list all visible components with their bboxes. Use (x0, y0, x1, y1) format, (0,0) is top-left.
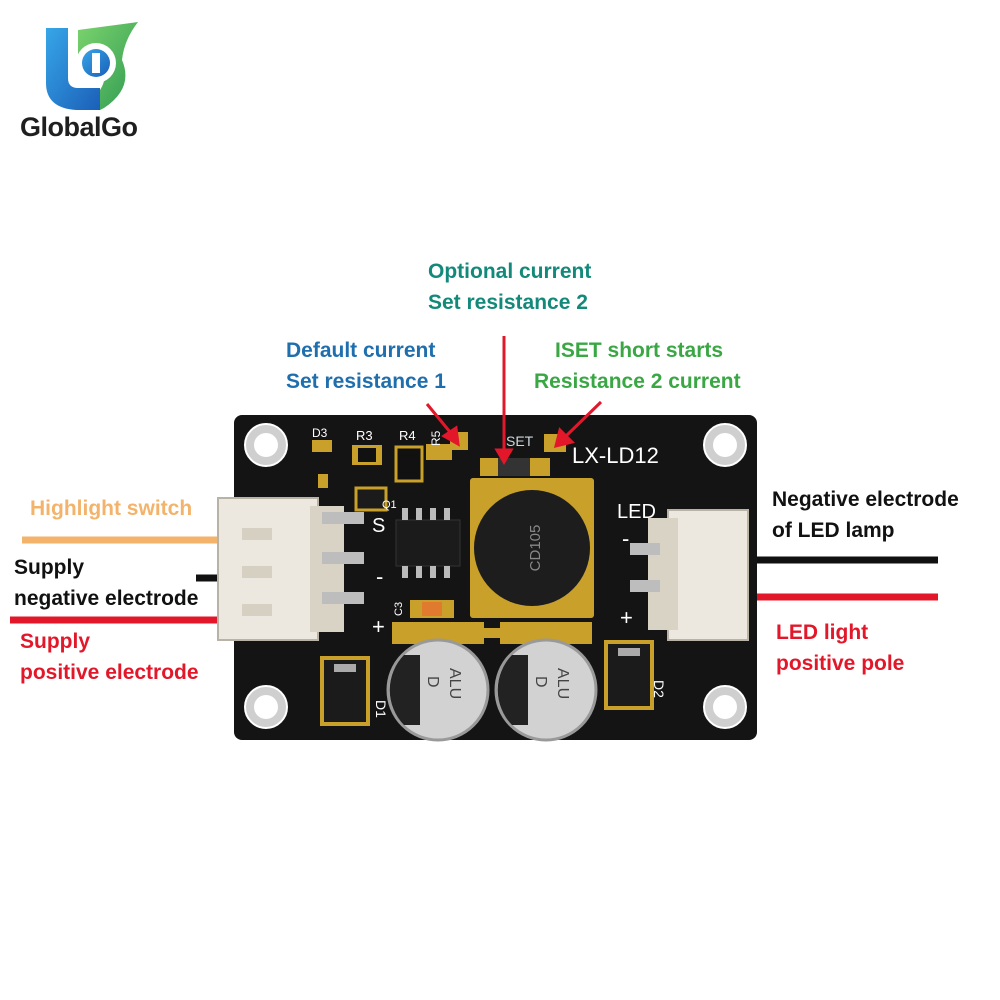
silk-minus-left: - (376, 564, 383, 589)
callout-line: of LED lamp (772, 519, 895, 542)
capacitor-right (494, 622, 598, 742)
silk-led: LED (617, 501, 656, 523)
callout-optional-current: Optional current Set resistance 2 (428, 256, 591, 318)
callout-line: Set resistance 1 (286, 370, 446, 393)
silk-r3: R3 (356, 428, 373, 443)
silk-minus-right: - (622, 526, 629, 551)
callout-line: Default current (286, 339, 436, 362)
driver-ic (395, 508, 461, 578)
callout-default-current: Default current Set resistance 1 (286, 335, 446, 397)
brand-name: GlobalGo (20, 112, 138, 142)
callout-iset-short: ISET short starts Resistance 2 current (534, 335, 741, 397)
callout-led-negative: Negative electrode of LED lamp (772, 484, 959, 546)
callout-line: Highlight switch (30, 497, 193, 520)
silk-r5: R5 (429, 430, 443, 446)
silk-model-name: LX-LD12 (572, 443, 659, 468)
callout-highlight-switch: Highlight switch (30, 493, 192, 524)
callout-line: negative electrode (14, 587, 199, 610)
silk-set: SET (506, 433, 534, 449)
callout-line: positive pole (776, 652, 905, 675)
callout-line: Resistance 2 current (534, 370, 741, 393)
cap-right-brand: ALU (554, 668, 571, 699)
callout-line: Supply (14, 556, 85, 579)
callout-line: LED light (776, 621, 869, 644)
diode-d1 (320, 656, 370, 726)
silk-plus-left: + (372, 614, 385, 639)
callout-line: Supply (20, 630, 91, 653)
callout-line: Negative electrode (772, 488, 959, 511)
output-connector (630, 509, 749, 641)
silk-s: S (372, 515, 385, 537)
silk-d2: D2 (651, 680, 667, 698)
capacitor-left (386, 622, 490, 742)
silk-plus-right: + (620, 605, 633, 630)
inductor-cd105: CD105 (470, 478, 594, 618)
callout-line: Optional current (428, 260, 592, 283)
silk-d1: D1 (373, 700, 389, 718)
diode-d2 (604, 640, 654, 710)
silk-q1: Q1 (382, 499, 397, 511)
silk-r4: R4 (399, 428, 416, 443)
silk-c3: C3 (393, 602, 405, 616)
callout-supply-negative: Supply negative electrode (14, 552, 198, 614)
callout-supply-positive: Supply positive electrode (20, 626, 199, 688)
inductor-label: CD105 (527, 525, 544, 572)
cap-right-letter: D (532, 676, 549, 688)
input-connector (217, 497, 364, 641)
cap-left-brand: ALU (446, 668, 463, 699)
callout-line: ISET short starts (555, 339, 724, 362)
silk-model: D3 (312, 426, 328, 440)
callout-arrows (425, 336, 603, 465)
callout-line: positive electrode (20, 661, 199, 684)
brand-logo-icon (46, 22, 138, 110)
callout-line: Set resistance 2 (428, 291, 588, 314)
callout-led-positive: LED light positive pole (776, 617, 904, 679)
cap-left-letter: D (424, 676, 441, 688)
